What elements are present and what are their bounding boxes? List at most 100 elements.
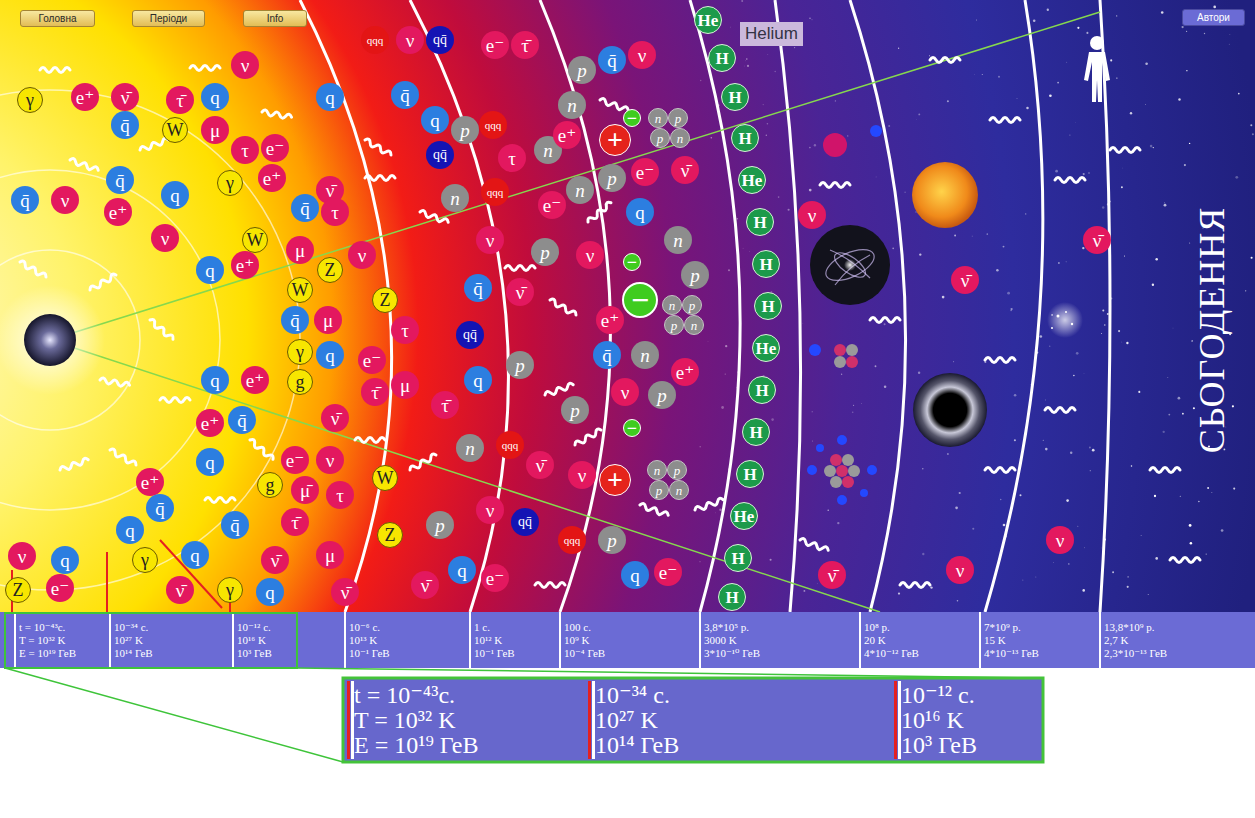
particle-symbol: p [657,132,664,145]
star [1083,372,1085,374]
particle-circle: e⁻ [538,191,566,219]
star [809,17,811,19]
star [852,411,854,413]
particle-circle: p [650,128,670,148]
particle-circle: W [287,277,313,303]
particle-circle: p [649,480,669,500]
particle-symbol: q̄ [607,51,617,70]
star [1204,33,1205,34]
particle-circle: H [721,83,749,111]
star [1089,447,1091,449]
star [916,118,918,120]
particle-symbol: e⁻ [543,196,561,215]
star [725,374,726,375]
zoom-cell: 10⁻¹² с.10¹⁶ K10³ ГеВ [901,681,1039,759]
star [1155,258,1158,261]
particle-symbol: e⁻ [51,579,69,598]
star [1233,488,1235,490]
star [986,233,988,235]
cell-value: 10⁻¹² с. [237,621,342,634]
star [835,100,836,101]
star [918,372,920,374]
particle-circle: ν̄ [411,571,439,599]
particle-symbol: q [457,561,467,580]
star [1042,439,1044,441]
particle-symbol: − [627,109,637,127]
photon-wave [355,438,385,443]
particle-circle: n [670,128,690,148]
star [699,561,700,562]
particle-circle: ν̄ [951,266,979,294]
particle-symbol: − [627,419,637,437]
cell-value: 20 K [864,634,977,647]
era-title-text: СЬОГОДЕННЯ [1192,207,1232,453]
timeline-bar [0,612,1255,668]
human-figure [1084,36,1110,102]
star [1084,547,1086,549]
particle-symbol: ν̄ [1093,231,1102,250]
particle-circle: q [161,181,189,209]
particle-circle: μ [314,306,342,334]
star [1213,6,1216,9]
particle-symbol: H [761,298,774,315]
particle-symbol: ν̄ [828,566,837,585]
particle-circle: γ [217,170,243,196]
particle-symbol: + [607,126,623,154]
particle-symbol: Z [380,291,391,309]
particle-circle: τ̄ [166,86,194,114]
cell-value: 10⁻¹ ГеВ [349,647,467,660]
star [1066,499,1069,502]
particle-symbol: q̄ [155,499,165,518]
particle-circle: γ [217,577,243,603]
star [809,189,812,192]
particle-circle: q̄ [281,306,309,334]
particle-circle: τ [391,316,419,344]
star [1140,534,1142,536]
particle-circle: He [738,166,766,194]
cell-value: E = 10¹⁹ ГеВ [19,647,107,660]
photon-wave [694,497,724,512]
photon-wave [799,538,829,553]
particle-circle: q [196,256,224,284]
star [1186,31,1187,32]
particle-circle: e⁺ [596,306,624,334]
era-background [0,0,1255,612]
particle-circle: q [256,578,284,606]
particle-circle: e⁺ [104,198,132,226]
star [767,123,769,125]
particle-symbol: ν̄ [176,581,185,600]
particle-circle: n [664,226,692,254]
star [1104,324,1105,325]
particle-circle: n [441,184,469,212]
particle-circle: qqq [558,526,586,554]
photon-wave [930,58,960,63]
star [1130,112,1132,114]
particle-symbol: g [266,476,275,494]
particle-circle: ν [8,542,36,570]
particle-symbol: ν [61,191,70,210]
particle-symbol: p [689,299,696,312]
star [1121,341,1123,343]
particle-symbol: μ [210,121,220,140]
particle-symbol: ν [358,246,367,265]
star [744,65,746,67]
star [1164,202,1166,204]
star [719,508,722,511]
star [1164,204,1167,207]
particle-symbol: ν [406,31,415,50]
particle-symbol: H [731,550,744,567]
particle-circle: q [201,366,229,394]
star [930,586,932,588]
particle-circle: H [731,124,759,152]
star [919,253,921,255]
particle-circle: H [746,208,774,236]
particle-circle: H [736,460,764,488]
particle-symbol: n [575,181,585,200]
particle-symbol: p [690,266,700,285]
particle-symbol: q̄ [20,191,30,210]
particle-circle: He [730,502,758,530]
particle-circle: W [162,117,188,143]
cell-value: 10²⁷ K [595,708,890,733]
particle-circle: q [316,341,344,369]
photon-wave [40,68,70,73]
